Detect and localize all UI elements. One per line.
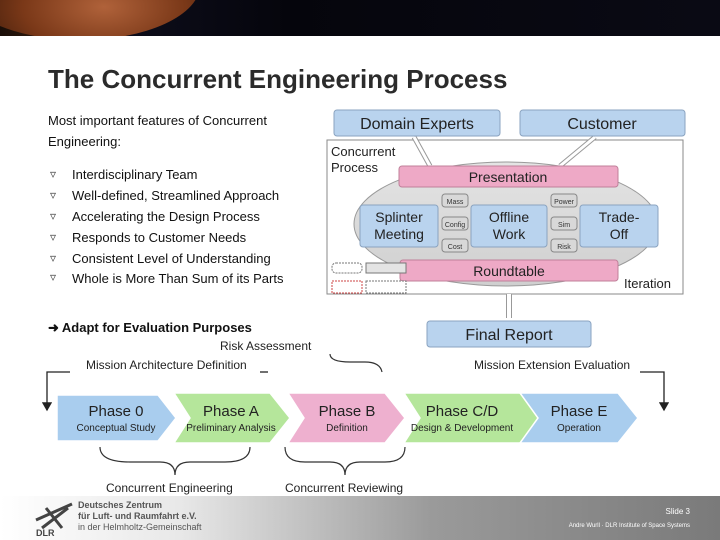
- author-line: Andre Wurll · DLR Institute of Space Sys…: [568, 523, 690, 529]
- legend-graphic: [331, 262, 407, 294]
- svg-text:Roundtable: Roundtable: [473, 263, 545, 279]
- domain-experts-label: Domain Experts: [360, 116, 474, 133]
- list-item: ▿Well-defined, Streamlined Approach: [48, 185, 323, 206]
- adapt-note: ➜Adapt for Evaluation Purposes: [48, 320, 252, 335]
- svg-text:Sim: Sim: [558, 222, 570, 229]
- arrow-domain-to-presentation: [411, 135, 433, 168]
- offline-work-box: [470, 204, 548, 248]
- mission-ext-loop: [640, 371, 670, 412]
- svg-text:Off: Off: [610, 226, 629, 242]
- phase-cd-label: Phase C/D: [426, 403, 499, 420]
- arrow-bullet-icon: ▿: [50, 188, 57, 202]
- roundtable-box: [399, 259, 619, 282]
- mission-arch-loop: [41, 371, 70, 412]
- svg-text:Final Report: Final Report: [465, 327, 553, 344]
- trade-off-box: [579, 204, 659, 248]
- svg-text:Meeting: Meeting: [374, 226, 424, 242]
- discipline-boxes-left: Mass Config Cost: [441, 193, 469, 253]
- svg-text:Work: Work: [493, 226, 526, 242]
- svg-text:Risk: Risk: [557, 244, 571, 251]
- phase-0-label: Phase 0: [88, 403, 143, 420]
- customer-box: [519, 109, 686, 137]
- phase-b-label: Phase B: [319, 403, 376, 420]
- svg-text:Preliminary Analysis: Preliminary Analysis: [186, 423, 275, 434]
- feature-list: ▿Interdisciplinary Team ▿Well-defined, S…: [48, 164, 323, 287]
- svg-text:Splinter: Splinter: [375, 209, 423, 225]
- phase-0-chevron: [56, 394, 177, 442]
- right-arrow-icon: ➜: [48, 320, 59, 335]
- organization-name: Deutsches Zentrum für Luft- und Raumfahr…: [78, 500, 202, 532]
- svg-text:Mass: Mass: [447, 199, 464, 206]
- arrow-customer-to-presentation: [558, 135, 597, 168]
- risk-assessment-label: Risk Assessment: [220, 339, 312, 353]
- concurrent-rev-label: Concurrent Reviewing: [285, 481, 403, 495]
- mission-arch-label: Mission Architecture Definition: [86, 358, 247, 372]
- svg-text:Presentation: Presentation: [469, 169, 548, 185]
- phase-e-chevron: [518, 392, 639, 444]
- arrow-bullet-icon: ▿: [50, 251, 57, 265]
- arrow-bullet-icon: ▿: [50, 167, 57, 181]
- iteration-label: Iteration: [624, 276, 671, 291]
- splinter-meeting-box: [359, 204, 439, 248]
- phase-a-label: Phase A: [203, 403, 259, 420]
- arrow-bullet-icon: ▿: [50, 209, 57, 223]
- concurrent-process-label: Concurrent: [331, 144, 396, 159]
- svg-text:Cost: Cost: [448, 244, 462, 251]
- phase-e-label: Phase E: [551, 403, 608, 420]
- dlr-logo-icon: DLR: [35, 502, 73, 538]
- phase-cd-chevron: [402, 392, 541, 444]
- planet-image: [0, 0, 200, 36]
- phase-a-chevron: [172, 392, 291, 444]
- list-item: ▿Interdisciplinary Team: [48, 164, 323, 185]
- svg-text:Design & Development: Design & Development: [411, 423, 513, 434]
- page-title: The Concurrent Engineering Process: [48, 64, 508, 94]
- mission-ext-label: Mission Extension Evaluation: [474, 358, 630, 372]
- svg-text:Process: Process: [331, 160, 378, 175]
- svg-text:Definition: Definition: [326, 423, 368, 434]
- slide-number: Slide 3: [665, 507, 690, 516]
- presentation-box: [398, 165, 619, 188]
- list-item: ▿Responds to Customer Needs: [48, 227, 323, 248]
- svg-text:Trade-: Trade-: [599, 209, 640, 225]
- phase-timeline: [56, 392, 639, 444]
- footer-band: [0, 496, 720, 540]
- intro-text: Most important features of Concurrent En…: [48, 113, 267, 149]
- process-frame: [326, 139, 684, 295]
- risk-brace: [329, 353, 383, 373]
- final-report-box: [426, 320, 592, 348]
- phase-b-chevron: [286, 392, 406, 444]
- arrow-bullet-icon: ▿: [50, 270, 57, 284]
- header-banner: [0, 0, 720, 36]
- svg-text:Offline: Offline: [489, 209, 529, 225]
- list-item: ▿Accelerating the Design Process: [48, 206, 323, 227]
- concurrent-eng-brace: [99, 446, 251, 476]
- concurrent-rev-brace: [284, 446, 406, 476]
- list-item: ▿Consistent Level of Understanding: [48, 248, 323, 269]
- list-item: ▿Whole is More Than Sum of its Parts: [50, 270, 284, 286]
- svg-text:Power: Power: [554, 199, 575, 206]
- arrow-bullet-icon: ▿: [50, 230, 57, 244]
- svg-text:Operation: Operation: [557, 423, 601, 434]
- domain-experts-box: [333, 109, 501, 137]
- svg-text:Config: Config: [445, 222, 465, 229]
- svg-text:DLR: DLR: [36, 528, 55, 538]
- discipline-boxes-right: Power Sim Risk: [550, 193, 578, 253]
- process-ellipse: [353, 161, 659, 287]
- customer-label: Customer: [567, 116, 637, 133]
- svg-text:Conceptual Study: Conceptual Study: [77, 423, 156, 434]
- concurrent-eng-label: Concurrent Engineering: [106, 481, 233, 495]
